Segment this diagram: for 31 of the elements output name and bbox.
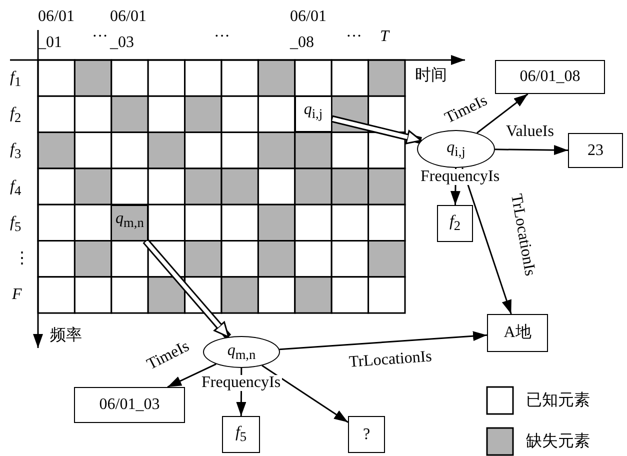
row-header: F <box>12 284 22 305</box>
column-header: 06/01 _08 <box>290 7 328 53</box>
row-header: f$_{1}$ <box>10 68 22 92</box>
ellipse-node: q$_{i,j}$ <box>417 130 495 168</box>
row-header: f$_{3}$ <box>10 140 22 164</box>
value-box: 06/01_08 <box>495 60 605 94</box>
value-box: 23 <box>568 133 623 168</box>
row-header: f$_{2}$ <box>10 104 22 128</box>
value-box: ? <box>348 416 385 453</box>
value-box: 06/01_03 <box>74 387 185 423</box>
ellipsis: ··· <box>214 27 230 47</box>
row-header: f$_{5}$ <box>10 212 22 236</box>
axis-end-label: T <box>380 27 389 47</box>
value-box: A地 <box>487 314 548 352</box>
axis-label: 时间 <box>415 66 447 86</box>
column-header: 06/01 _03 <box>110 7 148 53</box>
ellipsis: ··· <box>92 27 108 47</box>
axis-label: 频率 <box>50 326 82 346</box>
matrix-cell: q$_{m,n}$ <box>111 204 148 241</box>
edge-label: FrequencyIs <box>420 169 501 185</box>
legend-label: 已知元素 <box>526 390 590 411</box>
edge-label: FrequencyIs <box>200 375 282 391</box>
ellipsis: ··· <box>346 27 362 47</box>
ellipse-node: q$_{m,n}$ <box>203 336 280 368</box>
row-header: ⋮ <box>14 248 30 269</box>
matrix-cell: q$_{i,j}$ <box>294 96 332 132</box>
legend-label: 缺失元素 <box>526 432 590 452</box>
column-header: 06/01 _01 <box>38 7 76 53</box>
value-box: f$_{2}$ <box>437 205 473 242</box>
row-header: f$_{4}$ <box>10 176 22 200</box>
value-box: f$_{5}$ <box>222 416 260 453</box>
